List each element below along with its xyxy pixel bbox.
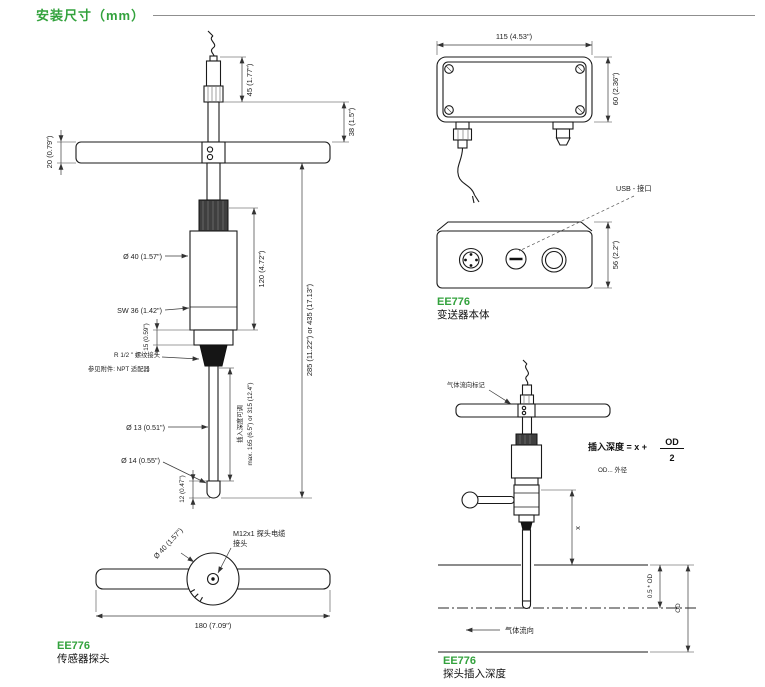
- insertion-stem: [521, 529, 532, 602]
- dim-60-label: 60 (2.36"): [611, 72, 620, 105]
- section-header: 安装尺寸（mm）: [36, 5, 755, 24]
- m12-cable-label-line1: M12x1 探头电缆: [233, 529, 285, 538]
- insert-depth-label: 插入深度可调: [235, 405, 244, 443]
- transmitter-cable-gland: [552, 121, 574, 146]
- dim-15-label: 15 (0.59"): [143, 323, 150, 350]
- x-dim-label: x: [573, 526, 582, 530]
- probe-thread-fitting: [199, 344, 228, 367]
- insertion-cable: [525, 363, 529, 386]
- probe-drawing: 45 (1.77") 20 (0.79"): [45, 30, 356, 509]
- usb-port-label: USB - 接口: [616, 184, 652, 193]
- probe-body: [189, 230, 238, 331]
- insertion-drawing: 气体流向标记: [438, 359, 696, 653]
- dia-40-callout: Ø 40 (1.57"): [123, 252, 188, 261]
- dim-total-length: 285 (11.22") or 435 (17.13"): [221, 163, 314, 499]
- dia-13-callout: Ø 13 (0.51"): [126, 423, 208, 432]
- insert-max-label: max. 165 (6.5") or 315 (12.4"): [247, 383, 254, 466]
- probe-hex-section: [193, 329, 234, 346]
- dim-180: 180 (7.09"): [95, 590, 331, 630]
- transmitter-caption-label: 变送器本体: [437, 308, 490, 321]
- dim-12-label: 12 (0.47"): [179, 475, 186, 502]
- thread-callout: R 1/2 " 螺纹接头: [114, 350, 200, 362]
- dia-14-label: Ø 14 (0.55"): [121, 456, 160, 465]
- dim-120-label: 120 (4.72"): [257, 250, 266, 287]
- dim-45-label: 45 (1.77"): [245, 63, 254, 96]
- transmitter-bottom-view: [436, 221, 593, 289]
- insertion-caption-model: EE776: [443, 655, 476, 667]
- head-dia-40-label: Ø 40 (1.57"): [152, 526, 185, 561]
- dim-20-label: 20 (0.79"): [45, 135, 54, 168]
- dim-od: OD: [675, 565, 691, 652]
- dia-13-label: Ø 13 (0.51"): [126, 423, 165, 432]
- dim-x: x: [541, 489, 582, 565]
- probe-stem: [208, 365, 219, 482]
- dim-12: 12 (0.47"): [179, 470, 210, 509]
- transmitter-connector: [452, 121, 480, 204]
- dim-20: 20 (0.79"): [45, 130, 76, 175]
- insertion-tip: [521, 600, 532, 610]
- insertion-probe-body: [510, 444, 543, 479]
- total-length-label: 285 (11.22") or 435 (17.13"): [305, 283, 314, 376]
- transmitter-screws: [444, 64, 585, 115]
- formula-text: 插入深度 = x +: [588, 441, 647, 452]
- insertion-caption-label: 探头插入深度: [443, 667, 506, 680]
- transmitter-caption-model: EE776: [437, 296, 470, 308]
- dim-60: 60 (2.36"): [594, 56, 620, 123]
- valve-handle: [475, 495, 515, 505]
- probe-head-view: Ø 40 (1.57") M12x1 探头电缆 接头 180 (7.09"): [95, 526, 331, 630]
- duct: [438, 564, 696, 653]
- head-dia-40-callout: Ø 40 (1.57"): [152, 526, 195, 563]
- od-label: OD: [675, 603, 682, 613]
- ball-valve: [461, 484, 540, 531]
- dim-38: 38 (1.5"): [220, 101, 356, 143]
- thread-label: R 1/2 " 螺纹接头: [114, 350, 160, 359]
- sw36-callout: SW 36 (1.42"): [117, 306, 190, 315]
- transmitter-caption: EE776 变送器本体: [437, 296, 490, 321]
- m12-cable-label-line2: 接头: [233, 539, 247, 548]
- flow-direction-label: 气体流向: [505, 626, 534, 635]
- dim-15: 15 (0.59"): [143, 319, 194, 356]
- header-rule: [153, 14, 755, 16]
- dim-56: 56 (2.2"): [594, 221, 620, 289]
- m12-cable-callout: M12x1 探头电缆 接头: [217, 529, 285, 574]
- probe-cable: [210, 35, 216, 59]
- dim-half-od: 0.5 * OD: [647, 564, 694, 653]
- section-title: 安装尺寸（mm）: [36, 8, 146, 23]
- gas-flow: 气体流向: [466, 626, 534, 635]
- flow-mark-label: 气体流向标记: [447, 380, 485, 389]
- dim-56-label: 56 (2.2"): [611, 240, 620, 269]
- probe-upper-shaft: [207, 101, 220, 143]
- dim-115: 115 (4.53"): [436, 32, 593, 55]
- insertion-caption: EE776 探头插入深度: [443, 655, 506, 680]
- dim-180-label: 180 (7.09"): [195, 621, 232, 630]
- transmitter-front: [436, 56, 593, 123]
- probe-caption-label: 传感器探头: [57, 652, 110, 665]
- flow-mark-callout: 气体流向标记: [447, 380, 512, 405]
- probe-m12-connector: [203, 55, 224, 103]
- probe-caption-model: EE776: [57, 640, 90, 652]
- probe-shaft: [206, 162, 221, 201]
- half-od-label: 0.5 * OD: [647, 573, 654, 598]
- dia-40-label: Ø 40 (1.57"): [123, 252, 162, 261]
- transmitter-drawing: 115 (4.53") 60 (2.36"): [436, 32, 652, 289]
- probe-tip: [206, 480, 221, 499]
- npt-note: 参见附件: NPT 适配器: [88, 364, 151, 373]
- dim-38-label: 38 (1.5"): [347, 107, 356, 136]
- dim-120: 120 (4.72"): [229, 207, 266, 331]
- usb-callout: USB - 接口: [518, 184, 652, 252]
- dim-115-label: 115 (4.53"): [496, 32, 533, 41]
- formula-numerator: OD: [665, 437, 679, 447]
- probe-caption: EE776 传感器探头: [57, 640, 110, 665]
- dia-14-callout: Ø 14 (0.55"): [121, 456, 207, 484]
- dim-insertion-depth: 插入深度可调 max. 165 (6.5") or 315 (12.4"): [219, 367, 254, 482]
- insertion-formula: 插入深度 = x + OD 2: [588, 437, 684, 463]
- formula-denominator: 2: [669, 453, 674, 463]
- sw36-label: SW 36 (1.42"): [117, 306, 162, 315]
- probe-head-block: [201, 141, 226, 164]
- dim-45: 45 (1.77"): [220, 56, 254, 102]
- od-note-label: OD... 外径: [598, 465, 628, 474]
- probe-knurled-grip: [198, 199, 229, 232]
